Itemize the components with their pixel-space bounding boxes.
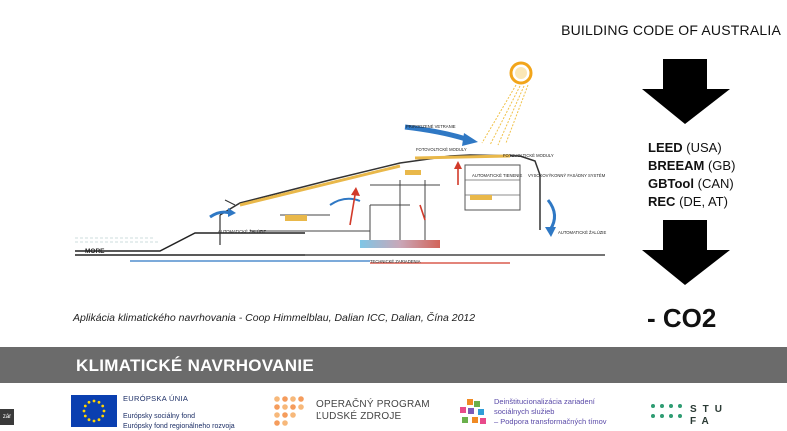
section-band: KLIMATICKÉ NAVRHOVANIE	[0, 347, 787, 383]
standard-breeam: BREEAM (GB)	[648, 158, 736, 173]
svg-text:MORE: MORE	[85, 248, 105, 255]
op-logo-text: OPERAČNÝ PROGRAM ĽUDSKÉ ZDROJE	[316, 399, 430, 422]
building-roof	[219, 154, 541, 230]
standard-gbtool: GBTool (CAN)	[648, 176, 734, 191]
svg-text:AUTOMATICKÉ ŽALÚZIE: AUTOMATICKÉ ŽALÚZIE	[218, 229, 266, 234]
deinstitucionalizacia-icon	[460, 399, 486, 424]
svg-text:PRIRODZENÉ VETRANIE: PRIRODZENÉ VETRANIE	[406, 124, 456, 129]
corner-tag[interactable]: zár	[0, 409, 14, 425]
building-code-title: BUILDING CODE OF AUSTRALIA	[561, 22, 781, 38]
arrow-down-icon-top	[642, 59, 730, 124]
standard-rec: REC (DE, AT)	[648, 194, 728, 209]
stu-fa-text: STU FA	[690, 404, 728, 427]
deinstitucionalizacia-text: Deinštitucionalizácia zariadení sociálny…	[494, 397, 607, 426]
building-section-diagram: PRIRODZENÉ VETRANIE FOTOVOLTICKÉ MODULY …	[75, 61, 606, 264]
eu-logo-text: EURÓPSKA ÚNIA Európsky sociálny fond Eur…	[123, 394, 235, 430]
stu-fa-icon	[651, 404, 682, 418]
svg-text:FOTOVOLTICKÉ MODULY: FOTOVOLTICKÉ MODULY	[503, 153, 554, 158]
eu-flag-icon	[71, 395, 117, 427]
sun-icon	[481, 61, 533, 146]
section-title: KLIMATICKÉ NAVRHOVANIE	[76, 356, 314, 375]
svg-text:AUTOMATICKÉ TIENENIE: AUTOMATICKÉ TIENENIE	[472, 173, 522, 178]
svg-text:AUTOMATICKÉ ŽALÚZIE: AUTOMATICKÉ ŽALÚZIE	[558, 230, 606, 235]
footer-logos: EURÓPSKA ÚNIA Európsky sociálny fond Eur…	[0, 383, 787, 431]
technical-equipment-bar	[360, 240, 440, 248]
figure-caption: Aplikácia klimatického navrhovania - Coo…	[73, 312, 476, 324]
svg-text:VYSOKOVÝKONNÝ FASÁDNY SYSTÉM: VYSOKOVÝKONNÝ FASÁDNY SYSTÉM	[528, 173, 606, 178]
op-ludske-zdroje-icon	[274, 396, 304, 426]
svg-text:TECHNICKÉ ZARIADENIA: TECHNICKÉ ZARIADENIA	[370, 259, 421, 264]
natural-ventilation-arrow	[404, 124, 467, 142]
standards-list: LEED (USA) BREEAM (GB) GBTool (CAN) REC …	[648, 139, 735, 211]
co2-label: - CO2	[647, 303, 717, 333]
arrow-down-icon-bottom	[642, 220, 730, 285]
standard-leed: LEED (USA)	[648, 140, 722, 155]
svg-text:FOTOVOLTICKÉ MODULY: FOTOVOLTICKÉ MODULY	[416, 147, 467, 152]
